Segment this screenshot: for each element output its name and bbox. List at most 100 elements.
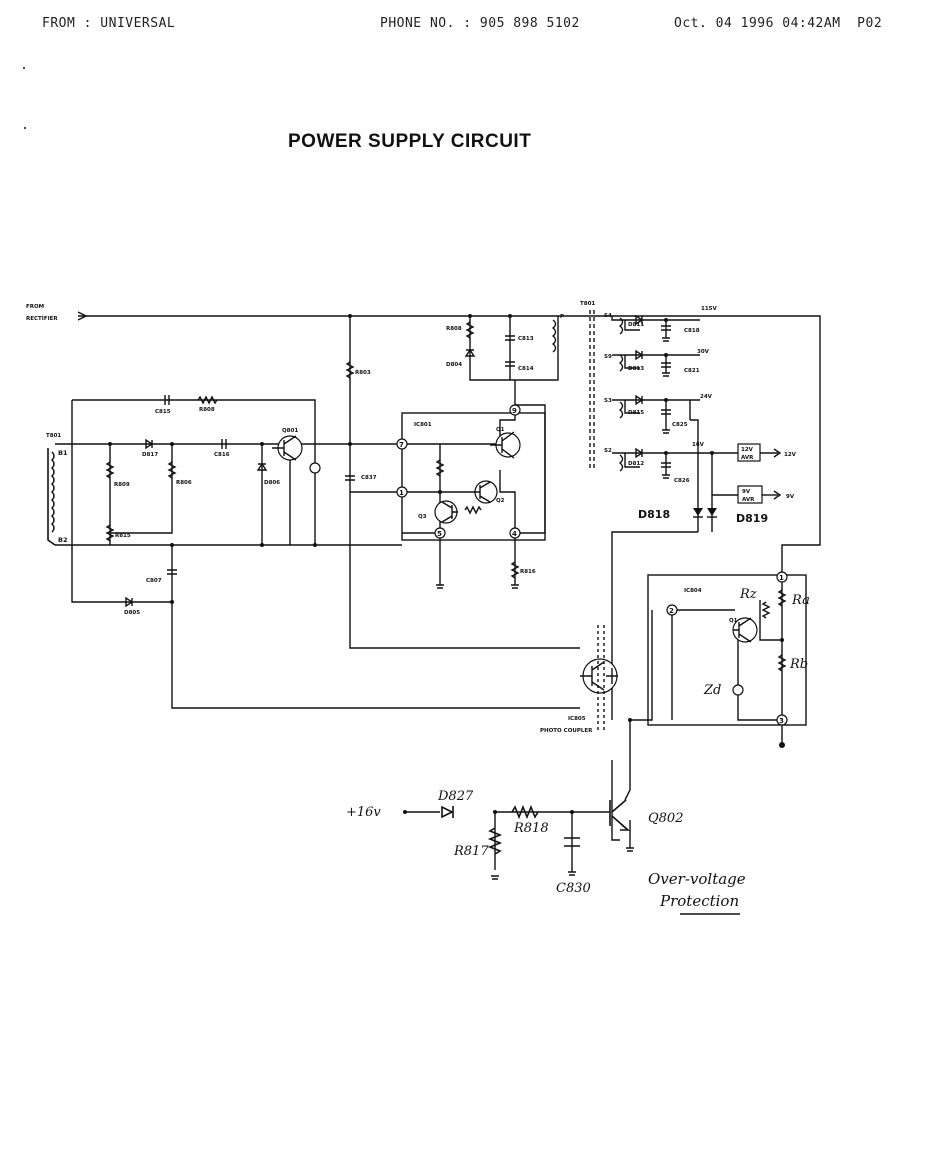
label-avr-12: AVR: [741, 455, 754, 461]
label-q3: Q3: [418, 514, 427, 520]
label-30v: 30V: [697, 349, 710, 355]
capacitor-c813: [505, 335, 515, 341]
label-c807: C807: [146, 578, 162, 584]
pin-ic804-3: 3: [779, 717, 784, 725]
label-c821: C821: [684, 368, 700, 374]
label-r806: R806: [176, 480, 192, 486]
fax-header-date: Oct. 04 1996 04:42AM P02: [674, 16, 883, 31]
label-r808b: R808: [446, 326, 462, 332]
label-out-12v: 12V: [784, 452, 797, 458]
label-q802: Q802: [648, 811, 683, 826]
label-d813: D813: [628, 366, 644, 372]
scan-speck: [24, 127, 26, 129]
regulator-12v: [737, 443, 761, 462]
regulator-9v: [737, 485, 763, 504]
diode-d806: [256, 462, 268, 471]
label-d819: D819: [736, 512, 768, 525]
transistors: [272, 431, 758, 831]
label-d827: D827: [437, 789, 474, 804]
label-r808: R808: [199, 407, 215, 413]
diode-d813: [635, 349, 644, 361]
transformer-t801-primary: [47, 448, 56, 546]
label-d806: D806: [264, 480, 280, 486]
capacitor-c825: [661, 409, 671, 415]
label-r817: R817: [453, 844, 489, 859]
label-ic805: IC805: [568, 716, 586, 722]
label-d817: D817: [142, 452, 158, 458]
label-r809: R809: [114, 482, 130, 488]
zener-ic801: [309, 462, 321, 474]
wires: [55, 311, 821, 872]
pin-1: 1: [399, 489, 404, 497]
label-b2: B2: [58, 536, 67, 544]
label-out-9v: 9V: [786, 494, 795, 500]
label-c825: C825: [672, 422, 688, 428]
label-d804: D804: [446, 362, 462, 368]
label-r803: R803: [355, 370, 371, 376]
pin-4: 4: [512, 530, 517, 538]
label-avr-9v: 9V: [742, 489, 751, 495]
label-rb: Rb: [789, 657, 808, 672]
label-t801-right: T801: [580, 301, 595, 307]
diode-d818: [693, 508, 703, 516]
label-over-voltage: Over-voltage: [648, 870, 746, 888]
capacitor-c814: [505, 361, 515, 367]
label-rz: Rz: [739, 587, 757, 602]
fax-header-phone: PHONE NO. : 905 898 5102: [380, 16, 580, 31]
label-protection: Protection: [659, 892, 739, 910]
scan-speck: [23, 67, 25, 69]
resistors: [105, 321, 787, 855]
diode-d805: [125, 596, 134, 608]
diode-d827: [441, 805, 454, 819]
label-b1: B1: [58, 449, 68, 457]
label-t801-left: T801: [46, 433, 61, 439]
capacitor-c830: [564, 837, 580, 847]
diode-d817: [145, 438, 154, 450]
capacitor-c826: [661, 462, 671, 468]
transformer-t801-secondary: [551, 310, 624, 472]
label-d811: D811: [628, 322, 644, 328]
diode-d811: [635, 314, 644, 326]
label-24v: 24V: [700, 394, 713, 400]
label-rectifier: RECTIFIER: [26, 316, 58, 322]
capacitor-c815: [164, 395, 170, 405]
label-q801: Q801: [282, 428, 298, 434]
fax-header-from: FROM : UNIVERSAL: [42, 16, 176, 31]
label-c815: C815: [155, 409, 171, 415]
resistor-r817: [487, 827, 503, 855]
resistor-ic801-q3: [464, 505, 482, 515]
label-c818: C818: [684, 328, 700, 334]
label-c814: C814: [518, 366, 534, 372]
label-c813: C813: [518, 336, 534, 342]
label-d815: D815: [628, 410, 644, 416]
diodes: [125, 314, 744, 819]
resistor-r803: [345, 361, 355, 379]
capacitor-c818: [661, 325, 671, 331]
label-ic801: IC801: [414, 422, 432, 428]
label-s4: S4: [604, 313, 612, 319]
pin-ic804-1: 1: [779, 574, 784, 582]
label-plus-16v: +16v: [346, 805, 381, 820]
label-ra: Ra: [791, 593, 810, 608]
label-s2: S2: [604, 448, 612, 454]
resistor-ic801: [435, 459, 445, 477]
label-photo-coupler: PHOTO COUPLER: [540, 728, 593, 734]
junctions: [108, 314, 785, 814]
pin-9: 9: [512, 407, 517, 415]
ground-symbols: [436, 337, 670, 880]
ic-pins: [396, 404, 788, 726]
label-from: FROM: [26, 304, 44, 310]
label-q1: Q1: [496, 427, 505, 433]
label-avr-9: AVR: [742, 497, 755, 503]
resistor-r809: [105, 461, 115, 479]
resistor-r808: [197, 395, 218, 405]
label-c837: C837: [361, 475, 377, 481]
label-c826: C826: [674, 478, 690, 484]
resistor-rb: [777, 654, 787, 672]
resistor-ra: [777, 589, 787, 607]
transistor-q802: [609, 799, 631, 831]
pin-ic804-2: 2: [669, 607, 674, 615]
diode-d815: [635, 394, 644, 406]
capacitor-c821: [661, 362, 671, 368]
component-labels: FROM RECTIFIER T801 B1 B2 T801 R809 R806…: [26, 301, 810, 915]
